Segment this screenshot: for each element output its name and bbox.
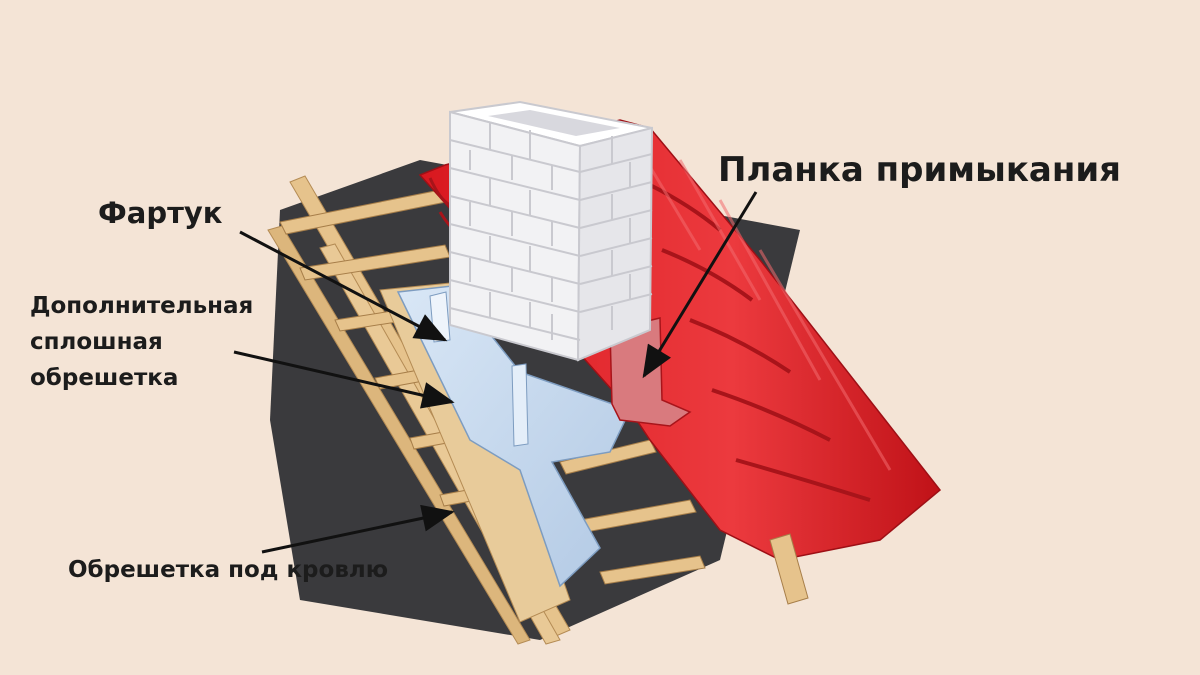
continuous-sheathing <box>379 281 571 623</box>
label-extra-sheathing-line: обрешетка <box>30 365 179 391</box>
label-roof-lathing: Обрешетка под кровлю <box>68 557 389 583</box>
arrow-pointer-icon <box>642 191 758 379</box>
label-extra-sheathing-line: сплошная <box>30 329 163 355</box>
label-apron: Фартук <box>98 196 223 230</box>
label-adjoining-strip: Планка примыкания <box>718 150 1122 190</box>
leader-lines <box>233 191 758 554</box>
label-extra-sheathing-line: Дополнительная <box>30 293 254 319</box>
arrow-pointer-icon <box>239 230 448 342</box>
arrow-pointer-icon <box>233 350 455 409</box>
arrow-pointer-icon <box>261 504 455 554</box>
rafter-end <box>769 533 809 605</box>
label-extra-sheathing: Дополнительная сплошная обрешетка <box>30 288 253 396</box>
brick-chimney <box>449 100 654 362</box>
